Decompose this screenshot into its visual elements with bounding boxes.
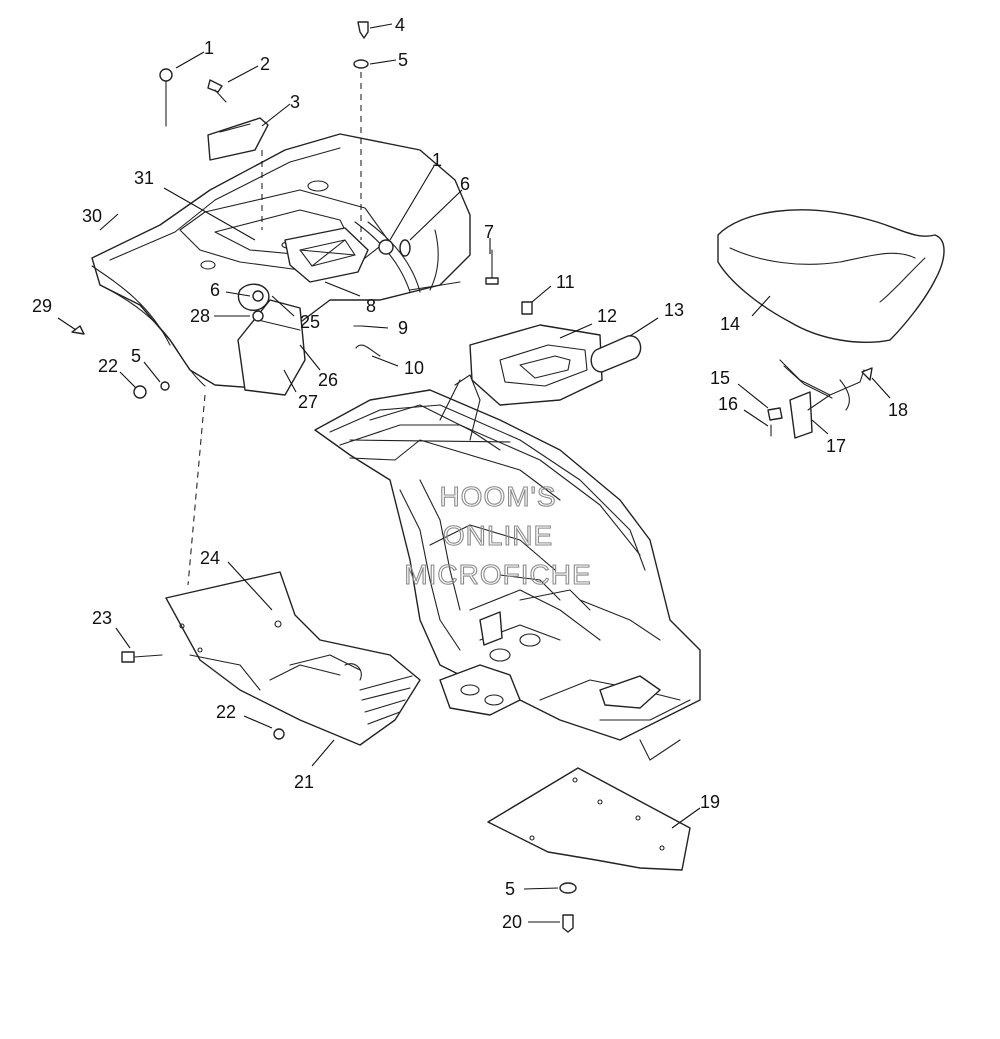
skid-plate [487, 767, 691, 871]
callout-17: 17 [826, 436, 846, 456]
callout-9: 9 [398, 318, 408, 338]
callout-16: 16 [718, 394, 738, 414]
callout-4: 4 [395, 15, 405, 35]
callout-5: 5 [131, 346, 141, 366]
watermark-line-3: MICROFICHE [404, 559, 591, 590]
callout-29: 29 [32, 296, 52, 316]
leader-lines [57, 23, 891, 923]
hardware-lower [121, 651, 577, 933]
callout-10: 10 [404, 358, 424, 378]
callout-27: 27 [298, 392, 318, 412]
hardware-upper [71, 21, 533, 399]
callout-8: 8 [366, 296, 376, 316]
watermark-line-2: ONLINE [443, 520, 553, 551]
callout-labels: 1 2 3 4 5 1 6 7 31 30 8 9 10 11 12 13 14… [32, 15, 908, 932]
callout-19: 19 [700, 792, 720, 812]
callout-5: 5 [398, 50, 408, 70]
callout-14: 14 [720, 314, 740, 334]
callout-18: 18 [888, 400, 908, 420]
callout-1: 1 [432, 150, 442, 170]
callout-23: 23 [92, 608, 112, 628]
callout-28: 28 [190, 306, 210, 326]
callout-20: 20 [502, 912, 522, 932]
callout-13: 13 [664, 300, 684, 320]
callout-1: 1 [204, 38, 214, 58]
footwell [165, 571, 421, 746]
frame [314, 374, 701, 761]
callout-22: 22 [216, 702, 236, 722]
callout-2: 2 [260, 54, 270, 74]
callout-6: 6 [460, 174, 470, 194]
watermark: HOOM'S ONLINE MICROFICHE [404, 480, 591, 590]
callout-22: 22 [98, 356, 118, 376]
callout-21: 21 [294, 772, 314, 792]
callout-31: 31 [134, 168, 154, 188]
callout-3: 3 [290, 92, 300, 112]
seat-latch [767, 359, 873, 439]
callout-24: 24 [200, 548, 220, 568]
callout-25: 25 [300, 312, 320, 332]
seat [717, 209, 945, 343]
callout-26: 26 [318, 370, 338, 390]
callout-11: 11 [556, 272, 575, 292]
callout-30: 30 [82, 206, 102, 226]
callout-6: 6 [210, 280, 220, 300]
battery-box [469, 324, 642, 406]
reference-lines [187, 72, 362, 586]
callout-12: 12 [597, 306, 617, 326]
callout-15: 15 [710, 368, 730, 388]
callout-5: 5 [505, 879, 515, 899]
cargo-bracket [284, 227, 369, 283]
callout-7: 7 [484, 222, 494, 242]
watermark-line-1: HOOM'S [439, 481, 556, 512]
